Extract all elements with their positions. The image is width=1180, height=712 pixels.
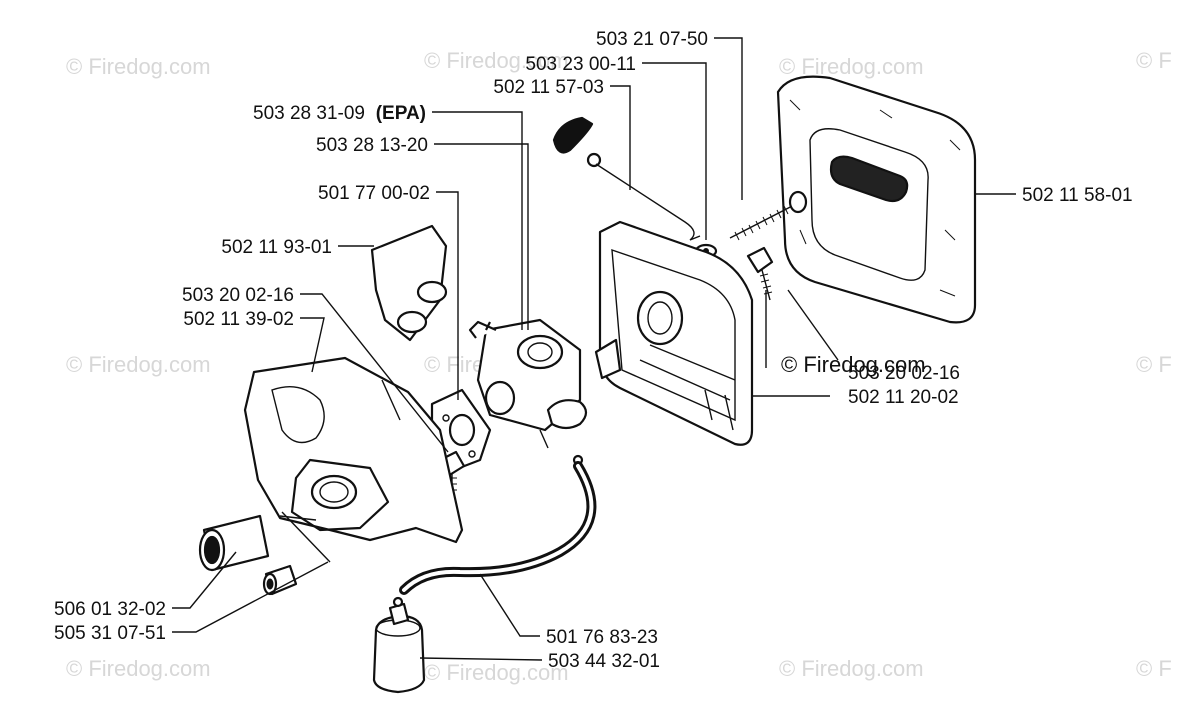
leader-506-01-32-02 xyxy=(172,551,237,609)
leader-503-28-31-09 xyxy=(432,111,523,330)
watermark-text: © Firedog.com xyxy=(66,656,211,681)
watermark-text: © Firedog.com xyxy=(424,48,569,73)
part-label-502-11-93-01: 502 11 93-01 xyxy=(221,237,332,258)
part-label-502-11-57-03: 502 11 57-03 xyxy=(493,77,604,98)
short-bolt-drawing xyxy=(746,246,774,301)
watermark-text: © Firedog.com xyxy=(66,54,211,79)
watermark-text: © Firedog.com xyxy=(779,656,924,681)
part-label-505-31-07-51: 505 31 07-51 xyxy=(54,623,166,644)
part-label-501-77-00-02: 501 77 00-02 xyxy=(318,183,430,204)
leader-sleeve-housing xyxy=(281,511,331,563)
part-label-502-11-58-01: 502 11 58-01 xyxy=(1022,185,1133,206)
leader-lines xyxy=(172,37,1016,661)
leader-short-bolt-2 xyxy=(787,289,839,361)
leader-503-23-00-11 xyxy=(642,62,707,240)
watermark-text: © F xyxy=(1136,656,1172,681)
part-label-503-20-02-16: 503 20 02-16 xyxy=(182,285,294,306)
leader-503-21-07-50 xyxy=(714,37,743,200)
watermark-overlay-text: © Firedog.com xyxy=(781,352,926,377)
watermark-text: © Firedog.com xyxy=(779,54,924,79)
watermark-text: © F xyxy=(1136,352,1172,377)
filter-bracket-drawing xyxy=(594,220,754,446)
watermark-text: © Firedog.com xyxy=(424,660,569,685)
part-label-epa-suffix: (EPA) xyxy=(376,103,426,124)
fuel-filter-drawing xyxy=(372,596,426,694)
part-label-503-44-32-01: 503 44 32-01 xyxy=(548,651,660,672)
part-label-503-23-00-11: 503 23 00-11 xyxy=(525,54,636,75)
fuel-hose-drawing xyxy=(399,461,597,595)
leader-502-11-57-03 xyxy=(610,85,631,190)
part-label-503-28-31-09: 503 28 31-09 xyxy=(253,103,365,124)
part-labels: 503 21 07-50 503 23 00-11 502 11 57-03 5… xyxy=(54,29,1133,672)
part-label-501-76-83-23: 501 76 83-23 xyxy=(546,627,658,648)
leader-505-31-07-51 xyxy=(172,561,329,633)
leader-503-44-32-01 xyxy=(419,657,543,661)
long-screw-drawing xyxy=(729,190,808,241)
intake-housing-drawing xyxy=(243,356,464,544)
leader-503-28-13-20 xyxy=(434,143,529,330)
parts-drawings xyxy=(198,75,977,694)
watermark-text: © F xyxy=(1136,48,1172,73)
part-label-503-28-13-20: 503 28 13-20 xyxy=(316,135,428,156)
watermark-text: © Firedog.com xyxy=(66,352,211,377)
leader-503-20-02-16 xyxy=(300,293,449,453)
leader-501-77-00-02 xyxy=(436,191,459,400)
part-label-502-11-20-02: 502 11 20-02 xyxy=(848,387,959,408)
large-sleeve-drawing xyxy=(198,514,270,572)
intake-elbow-drawing xyxy=(370,224,448,342)
part-label-502-11-39-02: 502 11 39-02 xyxy=(183,309,294,330)
part-label-506-01-32-02: 506 01 32-02 xyxy=(54,599,166,620)
carburetor-drawing xyxy=(468,318,588,466)
leader-502-11-39-02 xyxy=(300,317,325,373)
part-label-503-21-07-50: 503 21 07-50 xyxy=(596,29,708,50)
leader-501-76-83-23 xyxy=(479,573,540,637)
part-label-503-20-02-16-right: 503 20 02-16 xyxy=(848,363,960,384)
air-filter-drawing xyxy=(776,75,977,324)
small-bushing-drawing xyxy=(262,564,298,596)
